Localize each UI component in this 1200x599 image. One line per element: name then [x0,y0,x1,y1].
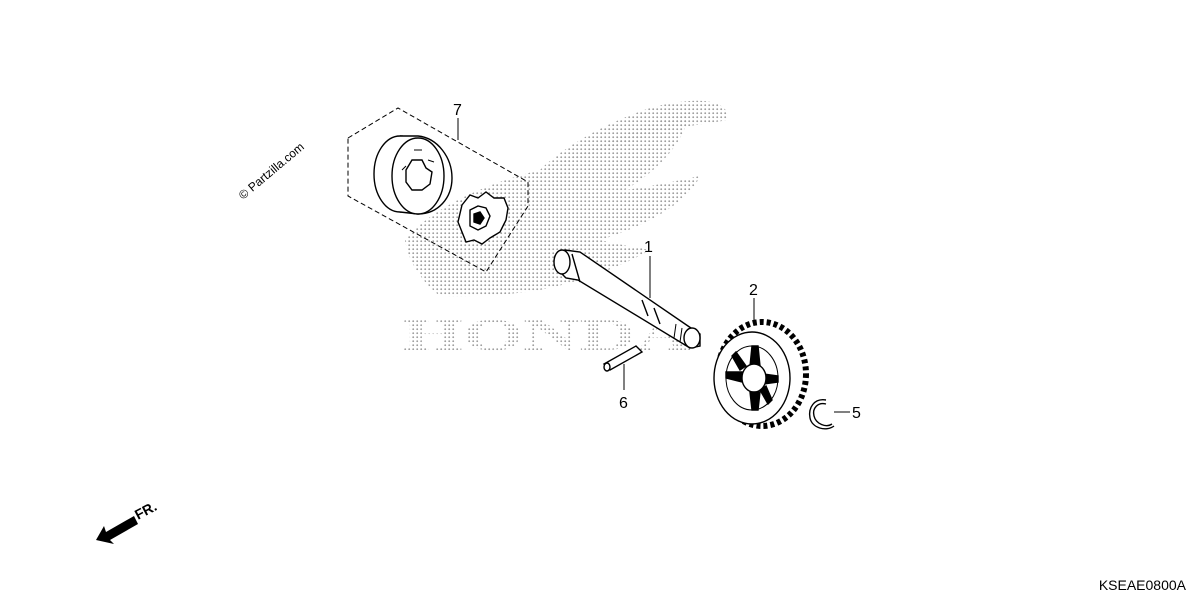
wing-shape [405,112,700,297]
snap-ring [808,399,850,430]
group-outline [347,107,529,273]
fr-label: FR. [132,498,159,523]
callout-5: 5 [852,405,861,422]
diagram-code: KSEAE0800A [1098,577,1186,593]
front-direction-arrow: FR. [96,498,159,544]
rotor-set-group [347,107,529,273]
dowel-pin [602,345,644,390]
oil-pump-shaft [553,249,701,349]
callout-6: 6 [619,395,628,412]
callout-1: 1 [644,239,653,256]
inner-rotor [457,191,509,245]
driven-gear [713,298,809,429]
partzilla-watermark: © Partzilla.com [236,140,307,203]
callout-7: 7 [453,102,462,119]
wing-upper-shape [540,100,729,170]
fr-arrow-icon [96,516,138,544]
outer-rotor [373,135,453,215]
callout-2: 2 [749,282,758,299]
